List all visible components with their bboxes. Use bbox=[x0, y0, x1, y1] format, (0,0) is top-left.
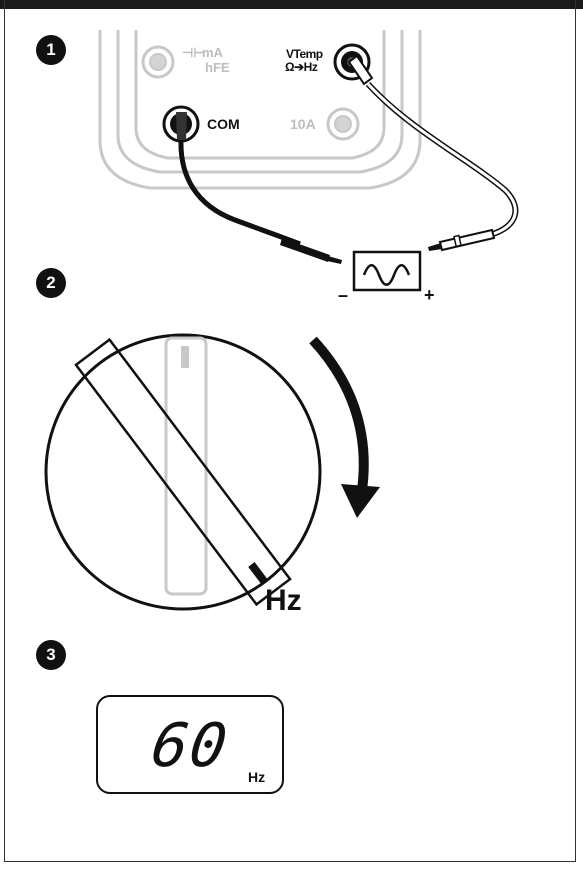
black-probe-lead bbox=[178, 139, 301, 247]
lcd-display bbox=[96, 695, 284, 794]
sine-wave-icon bbox=[362, 264, 411, 286]
step-2-badge: 2 bbox=[36, 268, 66, 298]
step-1-badge: 1 bbox=[36, 35, 66, 65]
dial-hz-label: Hz bbox=[265, 584, 302, 617]
white-probe-plug bbox=[347, 54, 374, 86]
dial-pointer bbox=[74, 337, 292, 607]
rotary-dial bbox=[44, 333, 322, 611]
jack-com bbox=[162, 105, 200, 143]
jack-com-label: COM bbox=[207, 116, 240, 132]
lcd-unit: Hz bbox=[248, 769, 266, 785]
jack-ma-label: mA bbox=[202, 45, 223, 60]
jack-ohm-hz-label: Ω➔Hz bbox=[285, 60, 318, 74]
jack-hfe-label: hFE bbox=[205, 60, 230, 75]
rotation-arrow-icon bbox=[309, 336, 380, 518]
white-probe-tip bbox=[428, 228, 496, 252]
lcd-reading: 60 bbox=[147, 711, 234, 781]
jack-10a bbox=[326, 107, 360, 141]
jack-ma-hfe bbox=[141, 45, 175, 79]
page-frame bbox=[4, 0, 576, 862]
step-3-badge: 3 bbox=[36, 640, 66, 670]
jack-10a-label: 10A bbox=[290, 116, 316, 132]
source-minus-label: – bbox=[338, 285, 349, 305]
top-bar bbox=[0, 0, 583, 9]
jack-ma-symbol: ⊣⊢ bbox=[182, 45, 205, 60]
meter-body bbox=[98, 30, 422, 190]
ac-source bbox=[352, 250, 422, 292]
jack-vtemp-label: VTemp bbox=[286, 47, 323, 61]
black-probe-tip bbox=[280, 238, 342, 264]
source-plus-label: + bbox=[424, 285, 435, 305]
